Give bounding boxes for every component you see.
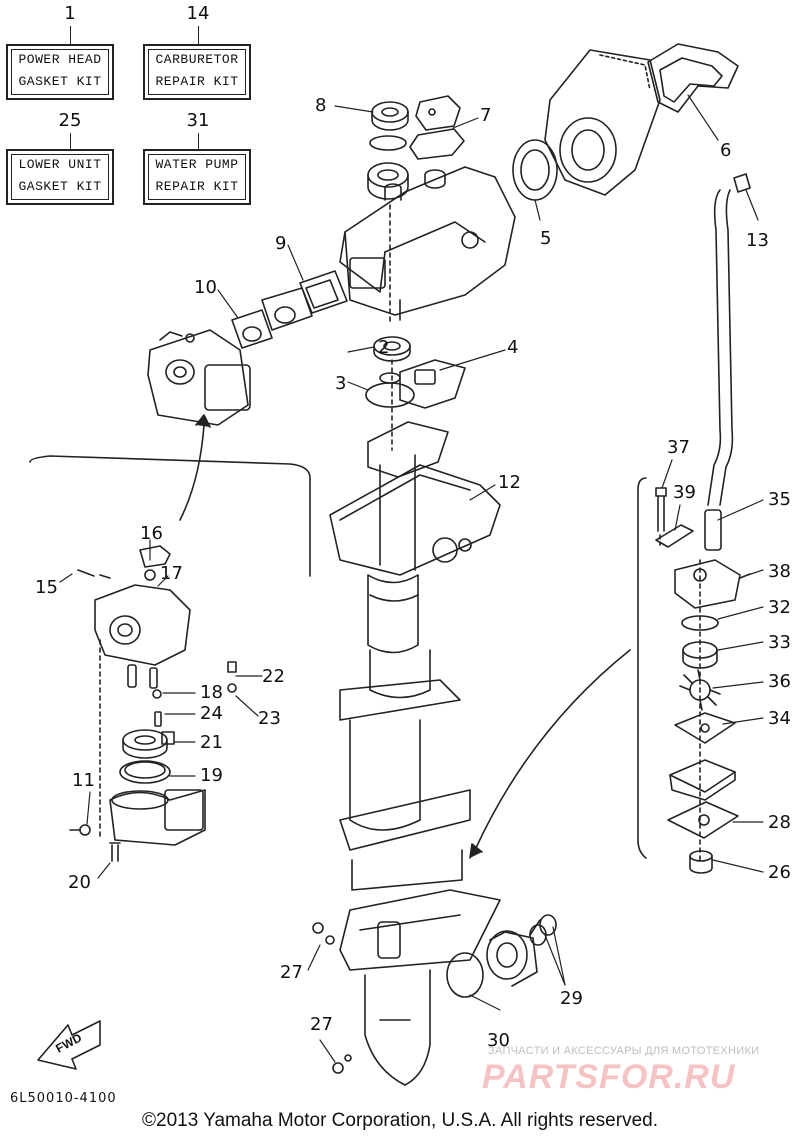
callout-5: 5 (540, 228, 552, 249)
copyright-notice: ©2013 Yamaha Motor Corporation, U.S.A. A… (142, 1110, 658, 1131)
callout-27-lower: 27 (310, 1014, 333, 1035)
bracket-bolt-37 (655, 487, 667, 532)
callout-18: 18 (200, 682, 223, 703)
kit-label-box: POWER HEAD GASKET KIT (6, 44, 114, 100)
callout-37: 37 (667, 437, 690, 458)
callout-29: 29 (560, 988, 583, 1009)
lower-unit (339, 889, 501, 1086)
assembly-lines (389, 204, 701, 861)
callout-26: 26 (768, 862, 791, 883)
bearing (367, 135, 409, 200)
callout-30: 30 (487, 1030, 510, 1051)
gasket-4 (399, 359, 466, 409)
kit-label-box: LOWER UNIT GASKET KIT (6, 149, 114, 205)
watermark-tagline: ЗАПЧАСТИ И АКСЕССУАРЫ ДЛЯ МОТОТЕХНИКИ (488, 1045, 760, 1057)
plate-39 (655, 524, 694, 548)
callout-33: 33 (768, 632, 791, 653)
callout-23: 23 (258, 708, 281, 729)
callout-9: 9 (275, 233, 287, 254)
kit-number: 25 (58, 110, 82, 131)
carburetor-assembly (147, 329, 251, 426)
callout-16: 16 (140, 523, 163, 544)
arrowhead (469, 843, 483, 859)
fwd-arrow (37, 1020, 101, 1070)
arrow-to-carburetor (179, 424, 205, 521)
cover-7 (409, 95, 465, 160)
kit-label-box: CARBURETOR REPAIR KIT (143, 44, 251, 100)
callout-21: 21 (200, 732, 223, 753)
fitting-13 (733, 173, 751, 193)
leader-line (70, 133, 71, 149)
arrow-to-lower-unit (474, 649, 631, 851)
kit-number: 1 (64, 3, 76, 24)
callout-2: 2 (378, 337, 390, 358)
callout-13: 13 (746, 230, 769, 251)
intake-manifold (231, 287, 313, 349)
kit-number: 31 (186, 110, 210, 131)
gasket-6 (647, 43, 739, 113)
arrowhead (195, 414, 211, 428)
callout-32: 32 (768, 597, 791, 618)
callout-27-upper: 27 (280, 962, 303, 983)
callout-12: 12 (498, 472, 521, 493)
callout-6: 6 (720, 140, 732, 161)
callout-8: 8 (315, 95, 327, 116)
bolts-27 (312, 922, 352, 1074)
seal-26 (689, 850, 713, 874)
callout-7: 7 (480, 105, 492, 126)
gasket-19 (119, 760, 171, 784)
float-21 (122, 729, 175, 759)
watermark-brand: PARTSFOR.RU (482, 1058, 736, 1096)
cylinder-block (339, 166, 516, 321)
callout-11: 11 (72, 770, 95, 791)
drive-shaft-housing (339, 574, 471, 891)
callout-38: 38 (768, 561, 791, 582)
bushing-29 (529, 914, 557, 946)
float-bowl (109, 789, 206, 846)
diagram-code: 6L50010-4100 (10, 1091, 117, 1106)
callout-28: 28 (768, 812, 791, 833)
callout-15: 15 (35, 577, 58, 598)
callout-39: 39 (673, 482, 696, 503)
callout-20: 20 (68, 872, 91, 893)
kit-label-box: WATER PUMP REPAIR KIT (143, 149, 251, 205)
callout-17: 17 (160, 563, 183, 584)
carb-group-bracket (29, 455, 311, 577)
callout-36: 36 (768, 671, 791, 692)
water-hose (704, 189, 734, 551)
exhaust-manifold (544, 49, 661, 196)
callout-34: 34 (768, 708, 791, 729)
callout-4: 4 (507, 337, 519, 358)
leader-line (198, 133, 199, 149)
outer-plate-cartridge (669, 759, 736, 801)
callout-24: 24 (200, 703, 223, 724)
callout-35: 35 (768, 489, 791, 510)
callout-10: 10 (194, 277, 217, 298)
leader-line (198, 26, 199, 44)
callout-19: 19 (200, 765, 223, 786)
jets (127, 661, 237, 727)
gasket-28 (667, 801, 739, 839)
leader-line (70, 26, 71, 44)
kit-number: 14 (186, 3, 210, 24)
callout-22: 22 (262, 666, 285, 687)
carb-body (77, 545, 191, 666)
water-pump-housing-lower (486, 930, 538, 987)
upper-casing-12 (329, 421, 501, 576)
screws-11-20 (69, 824, 121, 862)
outer-plate-34 (674, 712, 736, 744)
pump-group-bracket (637, 477, 647, 859)
leader-lines (59, 94, 764, 1063)
callout-3: 3 (335, 373, 347, 394)
o-ring-30 (446, 952, 484, 998)
